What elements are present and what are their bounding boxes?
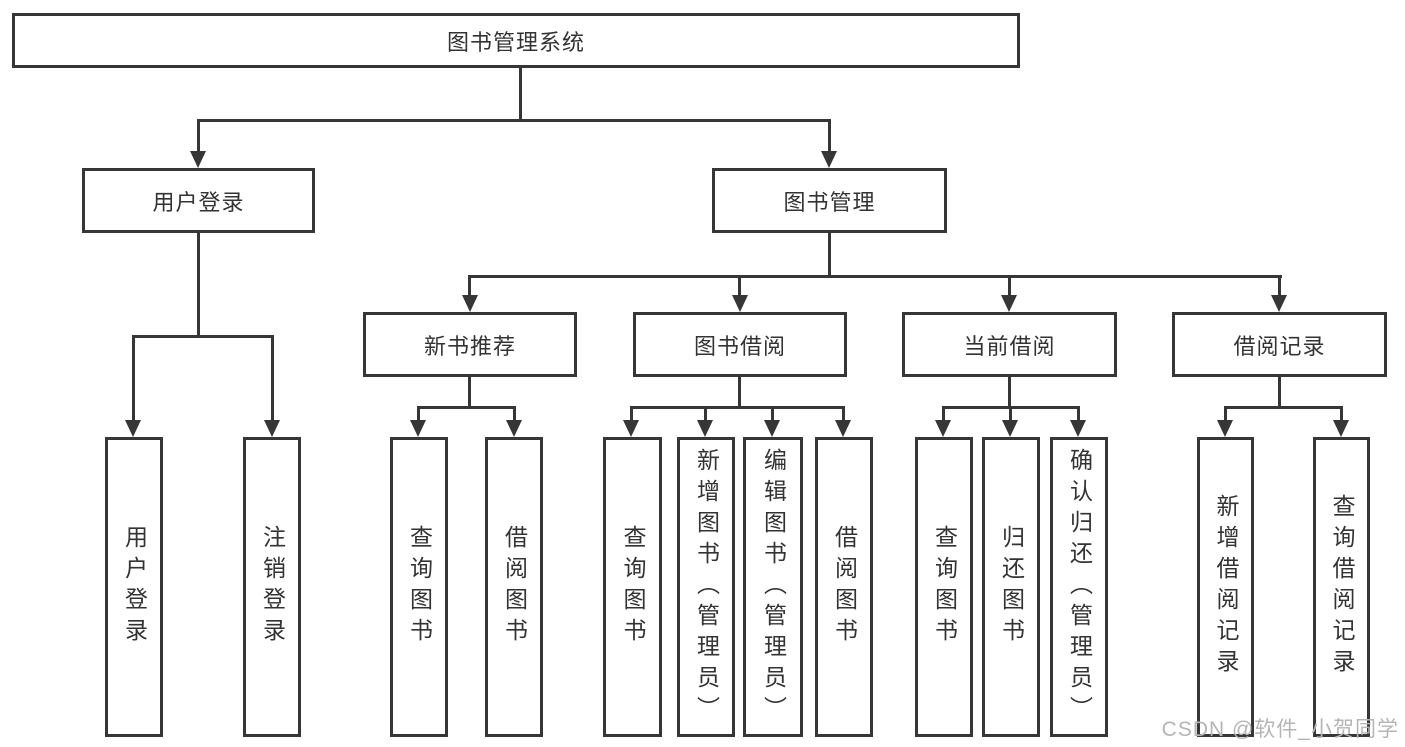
connector-line xyxy=(132,335,274,338)
connector-line xyxy=(1278,375,1281,408)
connector-line xyxy=(738,375,741,408)
leaf-query-books-borrowing: 查询图书 xyxy=(603,437,662,737)
connector-line xyxy=(271,337,274,422)
leaf-logout: 注销登录 xyxy=(243,437,301,737)
connector-line xyxy=(828,121,831,153)
node-user-login: 用户登录 xyxy=(82,168,315,233)
node-book-management: 图书管理 xyxy=(712,168,947,233)
arrowhead-down-icon xyxy=(1002,420,1018,437)
connector-line xyxy=(842,408,845,422)
node-label: 图书管理 xyxy=(783,189,876,215)
arrowhead-down-icon xyxy=(506,420,522,437)
arrowhead-down-icon xyxy=(264,420,280,437)
connector-line xyxy=(197,121,200,153)
node-new-book-recommend: 新书推荐 xyxy=(363,312,577,377)
arrowhead-down-icon xyxy=(125,420,141,437)
node-label: 注销登录 xyxy=(259,525,286,649)
connector-line xyxy=(132,337,135,422)
leaf-user-login: 用户登录 xyxy=(105,437,163,737)
arrowhead-down-icon xyxy=(410,420,426,437)
arrowhead-down-icon xyxy=(1217,420,1233,437)
connector-line xyxy=(519,66,522,121)
leaf-edit-book-admin: 编辑图书（管理员） xyxy=(743,437,803,737)
node-label: 查询图书 xyxy=(620,525,646,649)
arrowhead-down-icon xyxy=(1333,420,1349,437)
connector-line xyxy=(738,277,741,297)
node-label: 图书管理系统 xyxy=(446,29,585,55)
leaf-return-books: 归还图书 xyxy=(982,437,1040,737)
leaf-add-book-admin: 新增图书（管理员） xyxy=(677,437,735,737)
node-label: 查询图书 xyxy=(931,525,958,649)
connector-line xyxy=(630,408,633,422)
leaf-borrow-books-borrowing: 借阅图书 xyxy=(815,437,873,737)
connector-line xyxy=(1008,277,1011,297)
node-root-library-management-system: 图书管理系统 xyxy=(12,13,1020,68)
connector-line xyxy=(468,277,471,297)
connector-line xyxy=(417,406,516,409)
connector-line xyxy=(1077,408,1080,422)
leaf-query-borrow-record: 查询借阅记录 xyxy=(1313,437,1370,737)
connector-line xyxy=(197,119,831,122)
connector-line xyxy=(704,408,707,422)
connector-line xyxy=(468,375,471,408)
node-label: 借阅记录 xyxy=(1233,333,1326,359)
connector-line xyxy=(1278,277,1281,297)
node-label: 当前借阅 xyxy=(963,333,1056,359)
node-label: 归还图书 xyxy=(998,525,1025,649)
arrowhead-down-icon xyxy=(835,420,851,437)
node-label: 借阅图书 xyxy=(831,525,858,649)
node-label: 新增图书（管理员） xyxy=(693,447,720,727)
connector-line xyxy=(197,231,200,337)
leaf-borrow-books-recommend: 借阅图书 xyxy=(485,437,543,737)
arrowhead-down-icon xyxy=(190,151,206,168)
node-current-borrowing: 当前借阅 xyxy=(902,312,1117,377)
node-book-borrowing: 图书借阅 xyxy=(633,312,847,377)
node-label: 新书推荐 xyxy=(423,333,516,359)
connector-line xyxy=(1340,408,1343,422)
connector-line xyxy=(828,231,831,277)
connector-line xyxy=(630,406,845,409)
arrowhead-down-icon xyxy=(732,295,748,312)
arrowhead-down-icon xyxy=(821,151,837,168)
watermark: CSDN @软件_小贺同学 xyxy=(1161,718,1399,741)
arrowhead-down-icon xyxy=(697,420,713,437)
arrowhead-down-icon xyxy=(462,295,478,312)
arrowhead-down-icon xyxy=(935,420,951,437)
leaf-query-books-current: 查询图书 xyxy=(915,437,973,737)
node-label: 确认归还（管理员） xyxy=(1066,447,1093,727)
leaf-confirm-return-admin: 确认归还（管理员） xyxy=(1050,437,1108,737)
node-label: 查询借阅记录 xyxy=(1329,494,1355,680)
node-label: 编辑图书（管理员） xyxy=(760,447,787,727)
connector-line xyxy=(942,408,945,422)
node-label: 借阅图书 xyxy=(501,525,528,649)
arrowhead-down-icon xyxy=(1070,420,1086,437)
connector-line xyxy=(513,408,516,422)
node-label: 图书借阅 xyxy=(693,333,786,359)
connector-line xyxy=(1224,408,1227,422)
connector-line xyxy=(468,275,1282,278)
node-label: 查询图书 xyxy=(406,525,433,649)
node-label: 用户登录 xyxy=(152,189,245,215)
arrowhead-down-icon xyxy=(623,420,639,437)
connector-line xyxy=(942,406,1080,409)
connector-line xyxy=(1009,408,1012,422)
connector-line xyxy=(1008,375,1011,408)
connector-line xyxy=(1224,406,1343,409)
node-borrowing-records: 借阅记录 xyxy=(1172,312,1387,377)
arrowhead-down-icon xyxy=(1271,295,1287,312)
arrowhead-down-icon xyxy=(764,420,780,437)
arrowhead-down-icon xyxy=(1001,295,1017,312)
leaf-add-borrow-record: 新增借阅记录 xyxy=(1197,437,1254,737)
node-label: 新增借阅记录 xyxy=(1213,494,1239,680)
connector-line xyxy=(771,408,774,422)
leaf-query-books-recommend: 查询图书 xyxy=(390,437,448,737)
node-label: 用户登录 xyxy=(121,525,148,649)
connector-line xyxy=(417,408,420,422)
